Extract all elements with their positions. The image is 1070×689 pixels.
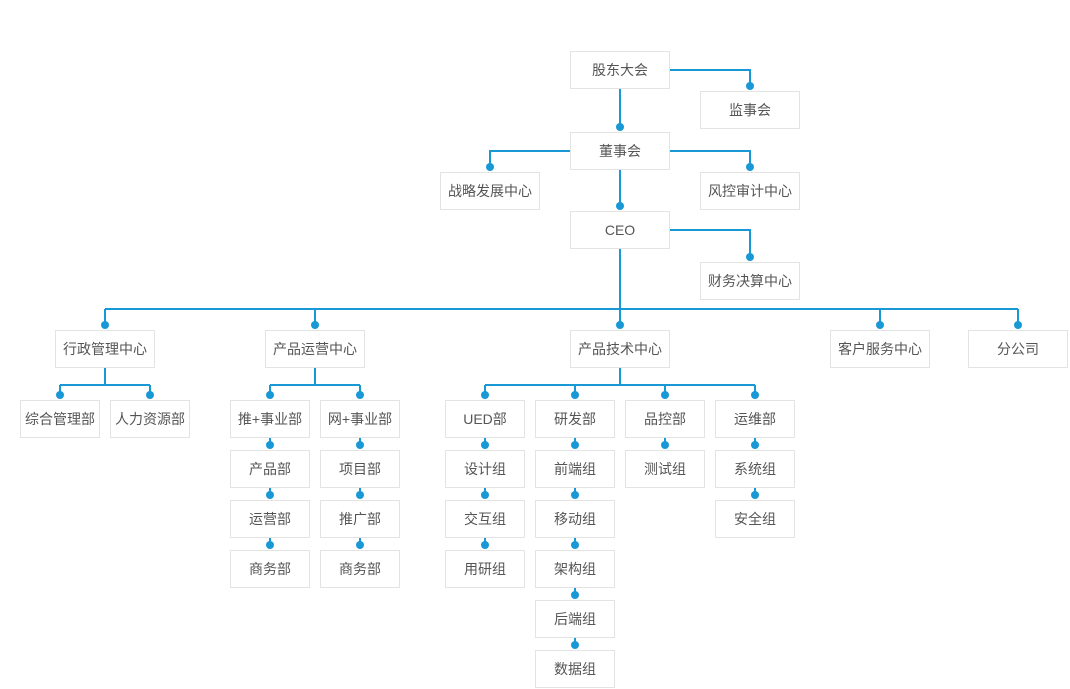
org-node-admin-center: 行政管理中心 [55,330,155,368]
org-node-om-dept: 运维部 [715,400,795,438]
org-node-finance-center: 财务决算中心 [700,262,800,300]
org-node-design-team: 设计组 [445,450,525,488]
connector-dot-group [56,82,1022,649]
org-node-research-team: 用研组 [445,550,525,588]
org-node-tui-division: 推+事业部 [230,400,310,438]
org-node-ceo: CEO [570,211,670,249]
org-node-test-team: 测试组 [625,450,705,488]
org-node-operations-dept: 运营部 [230,500,310,538]
org-node-backend-team: 后端组 [535,600,615,638]
org-node-shareholders: 股东大会 [570,51,670,89]
org-node-security-team: 安全组 [715,500,795,538]
org-node-project-dept: 项目部 [320,450,400,488]
org-node-product-tech-center: 产品技术中心 [570,330,670,368]
org-node-mobile-team: 移动组 [535,500,615,538]
org-node-data-team: 数据组 [535,650,615,688]
org-node-business-dept-wang: 商务部 [320,550,400,588]
org-node-qc-dept: 品控部 [625,400,705,438]
org-node-board: 董事会 [570,132,670,170]
org-node-strategy-center: 战略发展中心 [440,172,540,210]
org-node-product-dept: 产品部 [230,450,310,488]
org-node-wang-division: 网+事业部 [320,400,400,438]
org-node-branch-company: 分公司 [968,330,1068,368]
org-node-ued-dept: UED部 [445,400,525,438]
org-node-rd-dept: 研发部 [535,400,615,438]
org-node-promotion-dept: 推广部 [320,500,400,538]
org-node-hr-dept: 人力资源部 [110,400,190,438]
org-node-risk-audit-center: 风控审计中心 [700,172,800,210]
org-node-supervisory-board: 监事会 [700,91,800,129]
org-node-product-ops-center: 产品运营中心 [265,330,365,368]
org-node-business-dept-tui: 商务部 [230,550,310,588]
org-node-customer-service-center: 客户服务中心 [830,330,930,368]
org-node-interaction-team: 交互组 [445,500,525,538]
org-node-general-mgmt-dept: 综合管理部 [20,400,100,438]
org-node-system-team: 系统组 [715,450,795,488]
org-node-architecture-team: 架构组 [535,550,615,588]
org-node-frontend-team: 前端组 [535,450,615,488]
